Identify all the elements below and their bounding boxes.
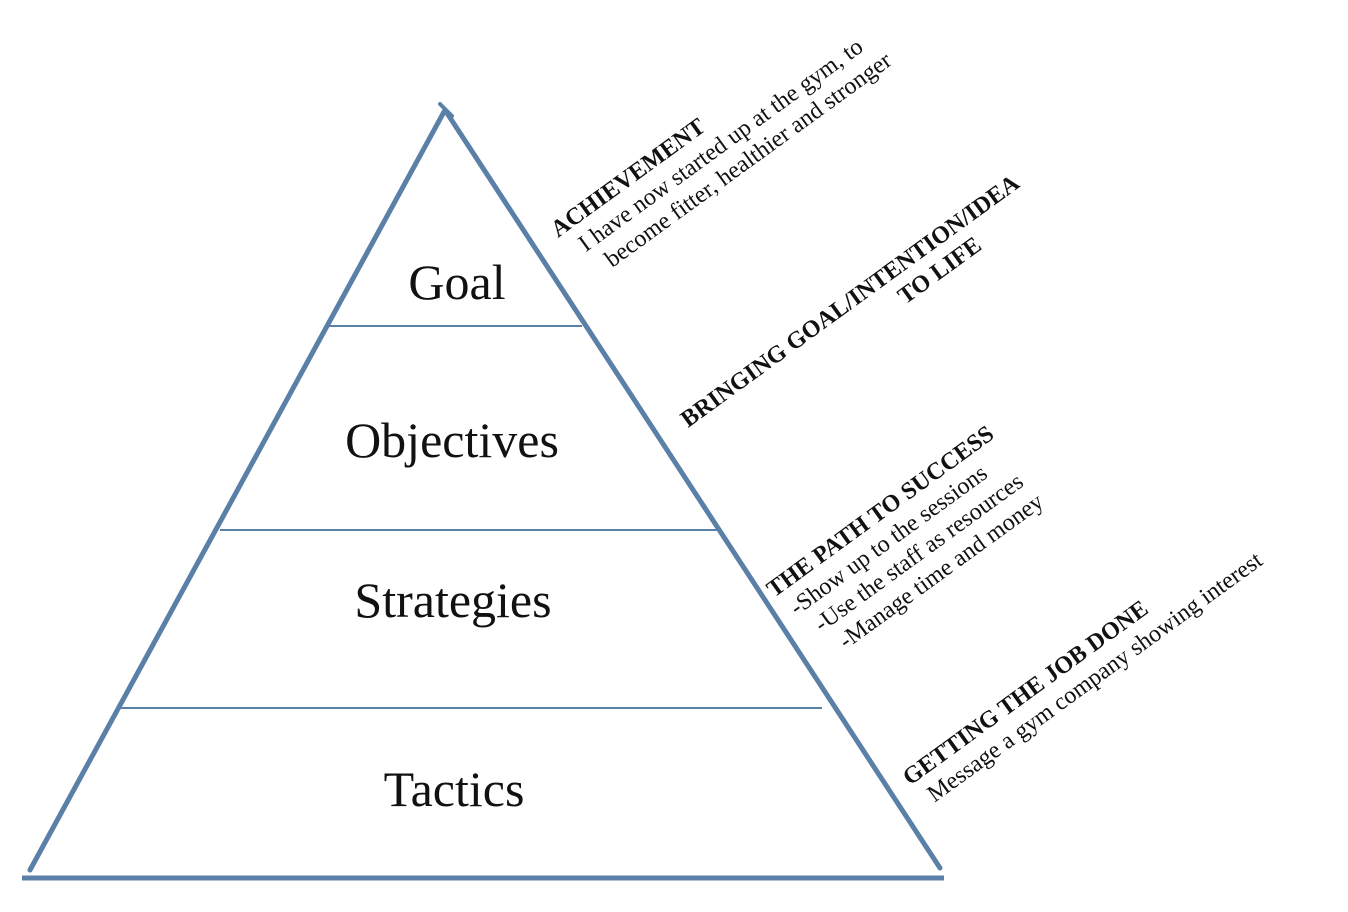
level-label-objectives: Objectives (345, 412, 559, 468)
level-label-tactics: Tactics (384, 761, 525, 817)
level-label-goal: Goal (408, 254, 505, 310)
annotation-path: THE PATH TO SUCCESS -Show up to the sess… (762, 421, 1048, 654)
achievement-line-1: I have now started up at the gym, to (574, 34, 868, 258)
pyramid-apex-tick (438, 102, 454, 118)
annotation-achievement: ACHIEVEMENT I have now started up at the… (546, 34, 896, 273)
annotation-bringing: BRINGING GOAL/INTENTION/IDEA TO LIFE (676, 170, 1025, 433)
level-label-strategies: Strategies (354, 572, 551, 628)
job-line-1: Message a gym company showing interest (923, 547, 1268, 808)
job-heading: GETTING THE JOB DONE (898, 596, 1153, 791)
pyramid-right-edge (442, 107, 943, 871)
bringing-heading-line-1: BRINGING GOAL/INTENTION/IDEA (676, 170, 1025, 433)
pyramid-left-edge (27, 107, 448, 873)
